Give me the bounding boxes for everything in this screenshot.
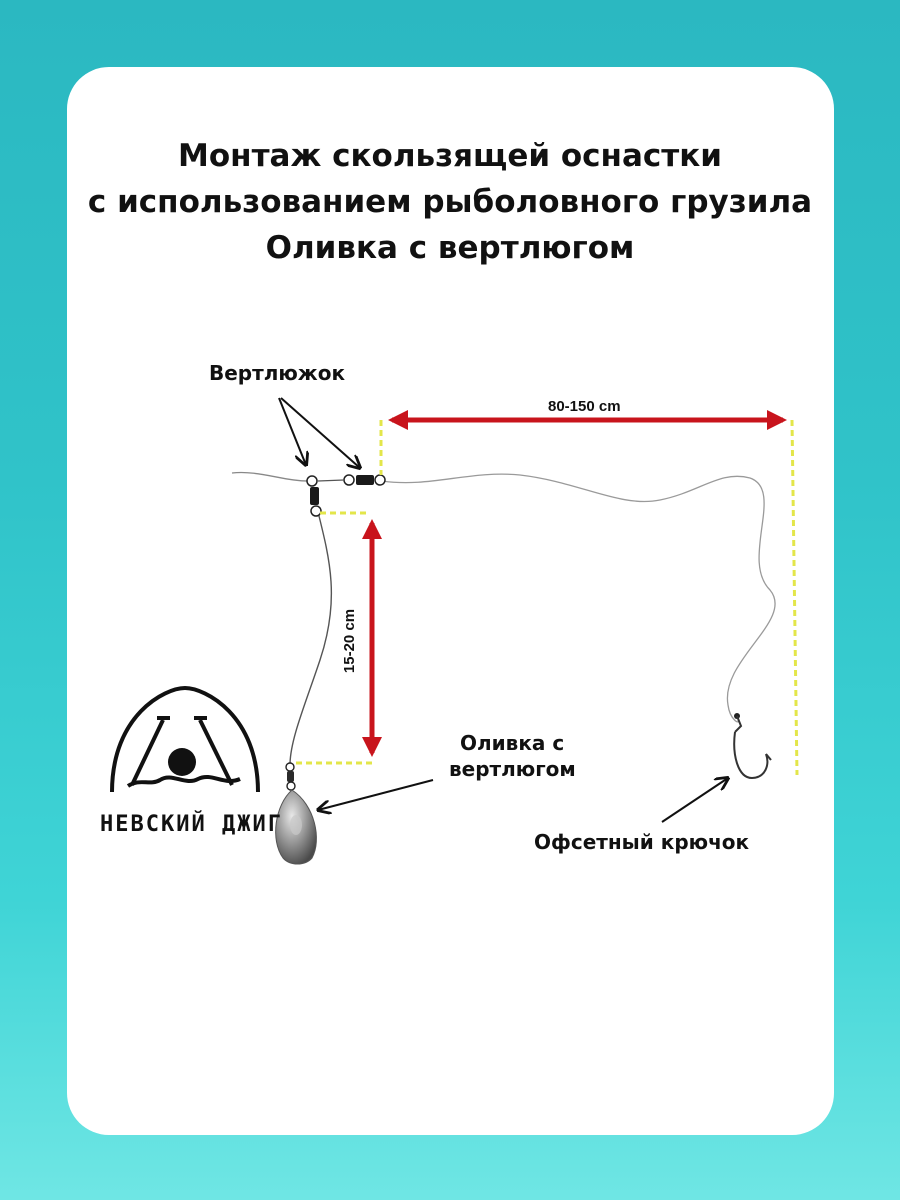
offset-hook	[733, 713, 772, 780]
pointer-hook	[661, 778, 728, 823]
label-hook: Офсетный крючок	[534, 830, 750, 854]
title-line-3: Оливка с вертлюгом	[265, 230, 635, 266]
logo-text: НЕВСКИЙ ДЖИГ	[100, 812, 283, 837]
guide-lines	[296, 419, 799, 776]
pointer-swivel-1	[278, 397, 306, 465]
triple-swivel	[306, 474, 386, 517]
label-swivel: Вертлюжок	[209, 361, 346, 385]
nevsky-jig-logo	[110, 685, 260, 793]
label-leash-length: 15-20 cm	[341, 608, 359, 674]
label-sinker-line2: вертлюгом	[449, 757, 576, 781]
title-line-1: Монтаж скользящей оснастки	[178, 138, 722, 174]
pointer-sinker	[318, 779, 434, 810]
olive-sinker	[275, 762, 317, 865]
content-card	[67, 67, 834, 1135]
label-sinker-line1: Оливка с	[460, 731, 565, 755]
main-line-left	[231, 471, 313, 482]
pointer-swivel-2	[280, 397, 360, 468]
title-line-2: с использованием рыболовного грузила	[87, 184, 813, 220]
label-main-length: 80-150 cm	[548, 398, 621, 415]
sinker-leash-line	[289, 511, 333, 766]
page-title: Монтаж скользящей оснастки с использован…	[0, 133, 900, 271]
leader-line	[381, 473, 776, 723]
